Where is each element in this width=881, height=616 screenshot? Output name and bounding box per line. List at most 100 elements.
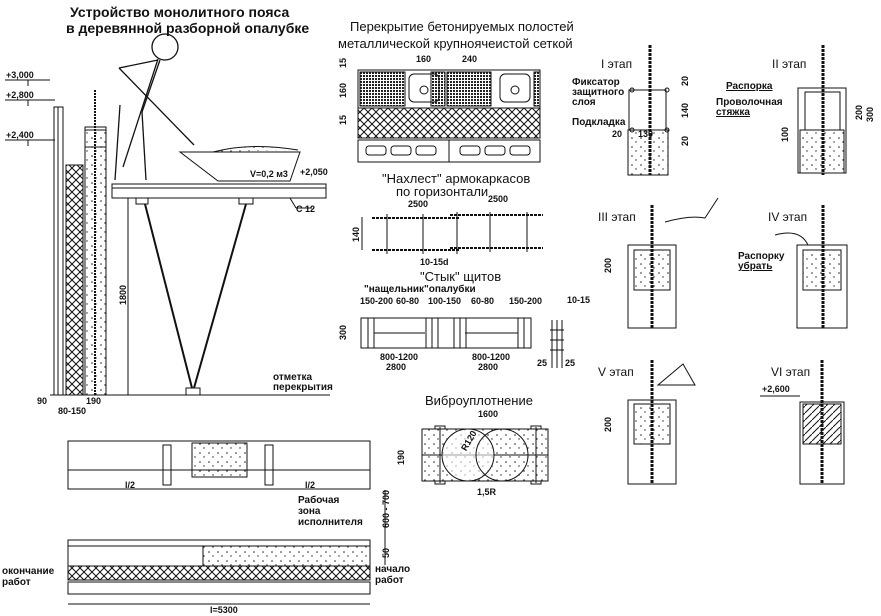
- overlap-title-line1: "Нахлест" армокаркасов: [382, 171, 531, 186]
- stage-2-dim-200: 200: [854, 104, 864, 120]
- joint-dim-2800-left: 2800: [386, 362, 407, 372]
- stage-4-label: IV этап: [768, 210, 808, 224]
- stage-4-note-line2: убрать: [738, 261, 773, 272]
- joint-dim-100-150: 100-150: [428, 296, 462, 306]
- mesh-dim-side-160: 160: [338, 82, 348, 98]
- joint-dim-300: 300: [338, 324, 348, 340]
- stage-1-drawing: [627, 45, 670, 176]
- stage-1-note-layer: слоя: [572, 97, 596, 108]
- stage-5-drawing: [627, 360, 696, 485]
- wall-section: [50, 90, 330, 396]
- joint-detail-dim-25-left: 25: [537, 358, 548, 368]
- work-zone-line3: исполнителя: [298, 517, 363, 528]
- stage-2-note-wire-line1: Проволочная: [716, 97, 783, 108]
- stage-5-label: V этап: [598, 365, 634, 379]
- stage-1-note-pad: Подкладка: [572, 117, 626, 128]
- joint-dim-60-80-right: 60-80: [471, 296, 495, 306]
- plan-half-left: l/2: [125, 480, 136, 490]
- mesh-dim-side-15b: 15: [338, 114, 348, 125]
- stage-1-dim-20-top: 20: [680, 75, 690, 86]
- stage-1-dim-130: 130: [638, 129, 654, 139]
- stage-6-level-2600: +2,600: [762, 384, 790, 394]
- vibro-dim-1600: 1600: [478, 409, 499, 419]
- stage-2-drawing: [797, 45, 847, 175]
- stage-1-dim-20-left: 20: [612, 129, 623, 139]
- stage-1-note-protective: защитного: [572, 87, 625, 98]
- mesh-dim-side-15a: 15: [338, 57, 348, 68]
- joint-dim-800-1200-right: 800-1200: [472, 352, 511, 362]
- start-of-works-line2: работ: [375, 575, 404, 586]
- level-mark-2800: +2,800: [6, 90, 34, 100]
- beam-label: С 12: [296, 204, 316, 214]
- stage-2-note-spacer: Распорка: [726, 81, 773, 92]
- stage-2-dim-100: 100: [780, 126, 790, 142]
- stage-4-drawing: [774, 205, 848, 329]
- main-title-line1: Устройство монолитного пояса: [70, 4, 290, 20]
- mesh-section: [357, 69, 541, 163]
- vibro-title: Виброуплотнение: [425, 393, 533, 408]
- stage-4-note-line1: Распорку: [738, 251, 785, 262]
- mesh-title-line1: Перекрытие бетонируемых полостей: [350, 19, 574, 34]
- height-dimension: 1800: [118, 284, 128, 305]
- joint-detail-dim-10-15: 10-15: [567, 295, 591, 305]
- overlap-title-line2: по горизонтали: [396, 184, 489, 199]
- joint-dim-150-200-left: 150-200: [360, 296, 394, 306]
- floor-mark-line2: перекрытия: [273, 382, 333, 393]
- work-zone-line2: зона: [298, 506, 321, 517]
- stage-1-dim-140: 140: [680, 102, 690, 118]
- joint-dim-800-1200-left: 800-1200: [380, 352, 419, 362]
- stage-3-label: III этап: [598, 210, 636, 224]
- stage-2-note-wire-line2: стяжка: [716, 107, 750, 118]
- stage-2-dim-300: 300: [865, 106, 875, 122]
- overlap-section: [361, 212, 543, 254]
- joint-subtitle: "нащельник"опалубки: [364, 284, 476, 295]
- overlap-dim-2500-right: 2500: [488, 194, 509, 204]
- vibro-dim-1-5r: 1,5R: [477, 487, 497, 497]
- stage-3-drawing: [627, 197, 719, 329]
- joint-detail-dim-25-right: 25: [565, 358, 576, 368]
- start-of-works-line1: начало: [375, 564, 411, 575]
- work-zone-line1: Рабочая: [298, 495, 340, 506]
- floor-mark-line1: отметка: [273, 372, 313, 383]
- plan-length: l=5300: [210, 605, 238, 615]
- platform: [111, 183, 327, 396]
- worker-figure: [114, 33, 195, 181]
- stage-6-drawing: [760, 360, 845, 485]
- main-title-line2: в деревянной разборной опалубке: [66, 20, 310, 36]
- level-mark-2400: +2,400: [6, 130, 34, 140]
- joint-title: "Стык" щитов: [420, 269, 502, 284]
- wall-dim-190: 190: [86, 396, 102, 406]
- mesh-dim-160: 160: [416, 54, 432, 64]
- end-of-works-line1: окончание: [2, 566, 55, 577]
- overlap-dim-140: 140: [351, 226, 361, 242]
- stage-6-label: VI этап: [771, 365, 811, 379]
- layer-dim-50: 50: [381, 547, 391, 558]
- plan-section: [67, 440, 386, 605]
- overlap-dim-lap: 10-15d: [420, 257, 449, 267]
- vibro-dim-190: 190: [396, 449, 406, 465]
- volume-label: V=0,2 м3: [250, 169, 288, 179]
- level-marks: [5, 79, 55, 146]
- level-mark-2050: +2,050: [300, 167, 328, 177]
- stage-2-label: II этап: [772, 57, 807, 71]
- plan-half-right: l/2: [305, 480, 316, 490]
- stage-1-dim-20-bottom: 20: [680, 135, 690, 146]
- joint-dim-150-200-right: 150-200: [509, 296, 543, 306]
- zone-dim-600-700: 600 - 700: [381, 489, 391, 528]
- end-of-works-line2: работ: [2, 577, 31, 588]
- mesh-dim-240: 240: [462, 54, 478, 64]
- mesh-title-line2: металлической крупноячеистой сеткой: [338, 36, 573, 51]
- wall-dim-90: 90: [37, 396, 48, 406]
- joint-section: [360, 317, 564, 368]
- joint-dim-60-80-left: 60-80: [396, 296, 420, 306]
- level-mark-3000: +3,000: [6, 70, 34, 80]
- stage-5-dim-200: 200: [603, 416, 613, 432]
- vibro-section: [421, 425, 549, 485]
- concrete-tub: [178, 145, 301, 182]
- stage-3-dim-200: 200: [603, 257, 613, 273]
- stage-1-label: I этап: [601, 57, 633, 71]
- overlap-dim-2500-left: 2500: [408, 199, 429, 209]
- stage-1-note-fixator: Фиксатор: [572, 77, 620, 88]
- joint-dim-2800-right: 2800: [478, 362, 499, 372]
